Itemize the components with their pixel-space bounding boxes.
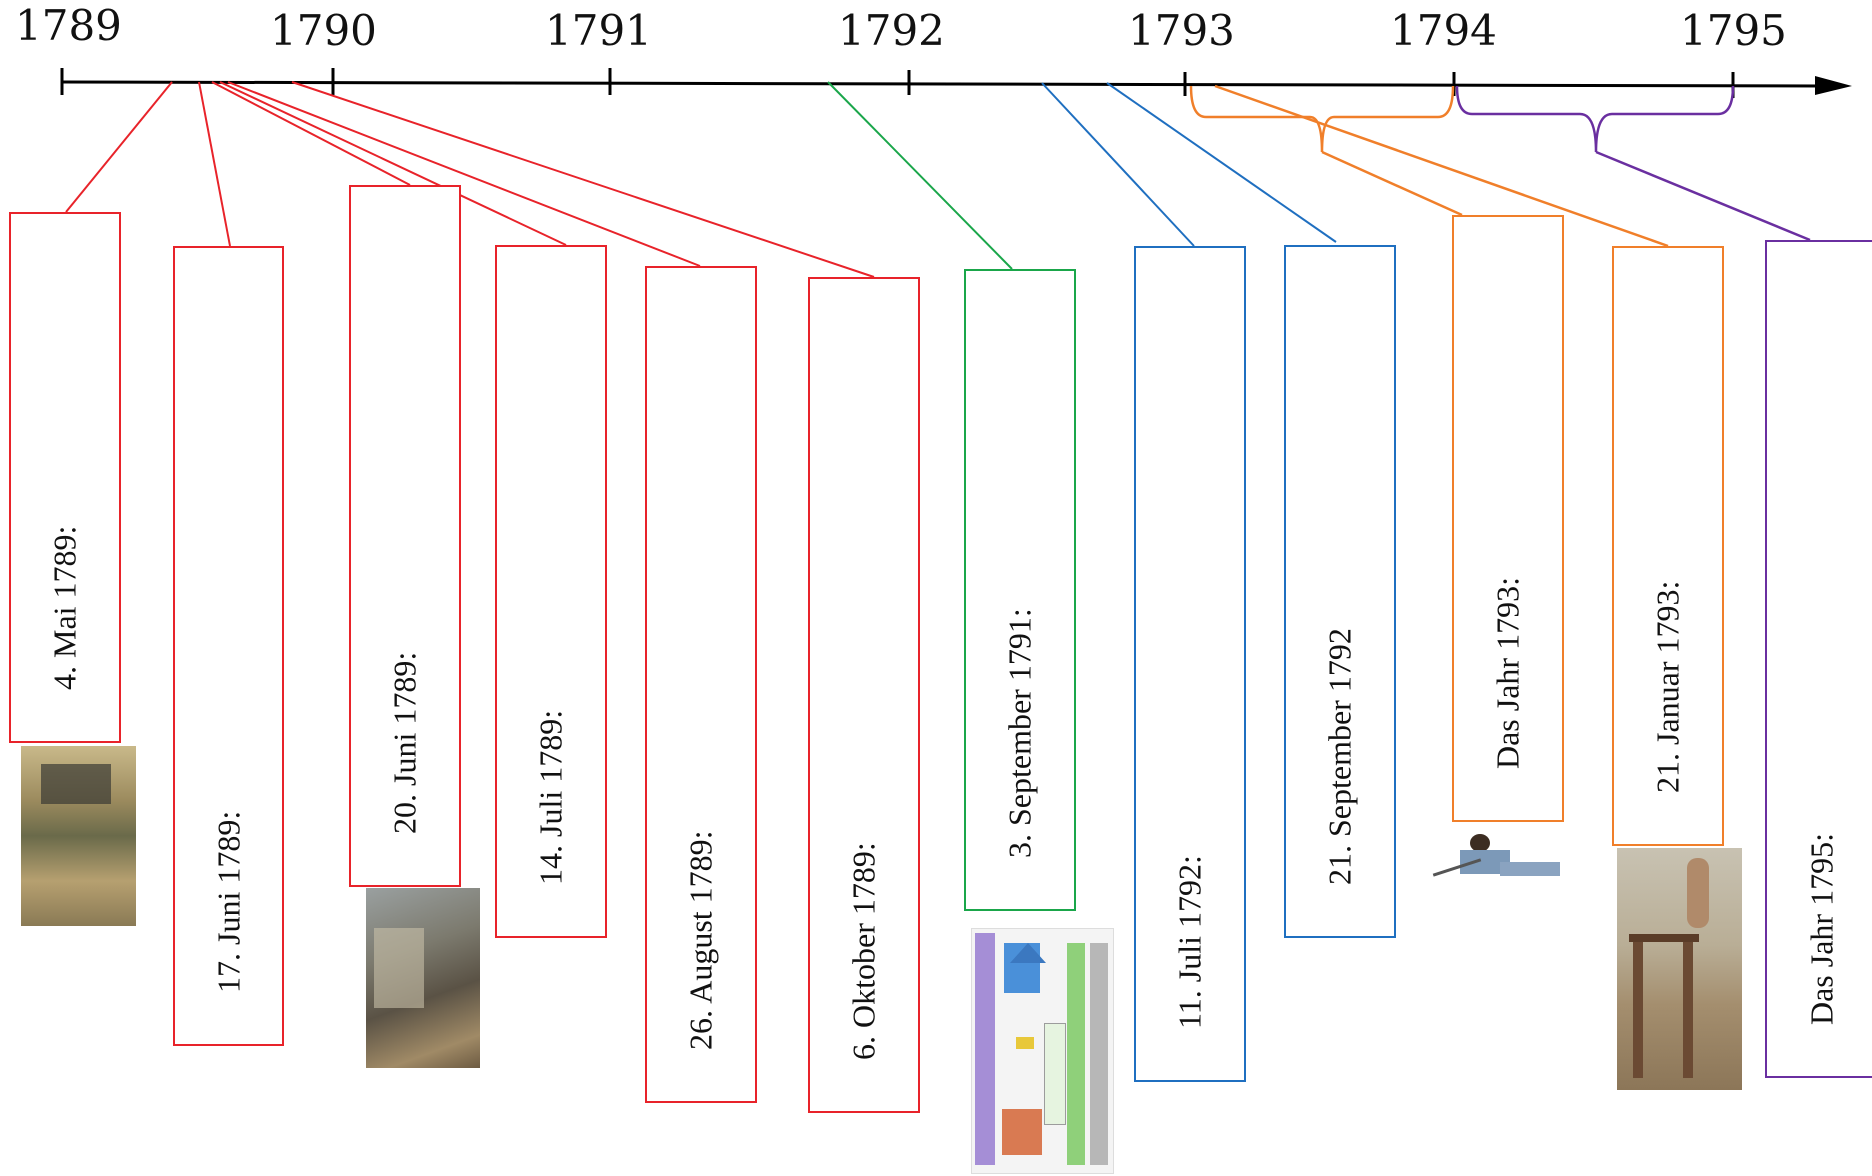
year-label-1789: 1789 <box>15 1 122 50</box>
year-label-1794: 1794 <box>1390 6 1497 55</box>
year-label-1795: 1795 <box>1680 6 1787 55</box>
guillotine-post-left <box>1633 938 1643 1078</box>
image-sansculotte[interactable] <box>1430 832 1574 892</box>
connector-juni17-1789 <box>198 81 231 247</box>
connector-sep21-1792 <box>1106 82 1337 243</box>
event-label-jan21-1793: 21. Januar 1793: <box>1649 580 1686 793</box>
event-box-juni20-1789[interactable]: 20. Juni 1789: <box>349 185 461 887</box>
timeline-axis <box>61 80 1823 88</box>
event-box-juni17-1789[interactable]: 17. Juni 1789: <box>173 246 284 1046</box>
image-verfassung-diagram[interactable] <box>971 928 1114 1174</box>
guillotine-post-right <box>1683 938 1693 1078</box>
connector-sep3-1791 <box>827 81 1013 270</box>
event-box-juli14-1789[interactable]: 14. Juli 1789: <box>495 245 607 938</box>
connector-jahr-1795 <box>1595 150 1811 242</box>
event-box-aug26-1789[interactable]: 26. August 1789: <box>645 266 757 1103</box>
brace-1793 <box>1189 85 1455 153</box>
year-label-1790: 1790 <box>270 6 377 55</box>
connector-okt6-1789 <box>291 81 875 278</box>
blue-connectors <box>1041 82 1337 247</box>
connector-juli14-1789 <box>219 81 567 246</box>
purple-connectors <box>1455 85 1811 242</box>
event-label-jahr-1795: Das Jahr 1795: <box>1803 833 1840 1025</box>
diagram-green-bar <box>1067 943 1085 1165</box>
event-box-sep3-1791[interactable]: 3. September 1791: <box>964 269 1076 911</box>
orange-connectors <box>1189 84 1669 248</box>
red-connectors <box>65 81 875 278</box>
connector-juni20-1789 <box>211 81 411 186</box>
year-label-1791: 1791 <box>545 6 652 55</box>
diagram-blue-triangle <box>1010 943 1046 963</box>
image-bastille-detail <box>374 928 424 1008</box>
event-box-okt6-1789[interactable]: 6. Oktober 1789: <box>808 277 920 1113</box>
connector-mai-1789 <box>65 81 173 213</box>
diagram-mid-box <box>1044 1023 1066 1125</box>
image-guillotine[interactable] <box>1617 848 1742 1090</box>
event-label-jahr-1793: Das Jahr 1793: <box>1489 577 1526 769</box>
image-bastille[interactable] <box>366 888 480 1068</box>
event-label-aug26-1789: 26. August 1789: <box>682 830 719 1050</box>
event-box-mai-1789[interactable]: 4. Mai 1789: <box>9 212 121 743</box>
event-box-jan21-1793[interactable]: 21. Januar 1793: <box>1612 246 1724 846</box>
event-label-juli11-1792: 11. Juli 1792: <box>1171 855 1208 1029</box>
event-box-jahr-1795[interactable]: Das Jahr 1795: <box>1765 240 1872 1078</box>
connector-jan21-1793 <box>1214 84 1669 248</box>
connector-juli11-1792 <box>1041 82 1195 247</box>
event-label-sep3-1791: 3. September 1791: <box>1001 608 1038 858</box>
event-box-sep21-1792[interactable]: 21. September 1792 <box>1284 245 1396 938</box>
diagram-purple-bar <box>975 933 995 1165</box>
diagram-yellow-block <box>1016 1037 1034 1049</box>
year-label-1793: 1793 <box>1128 6 1235 55</box>
sansculotte-legs <box>1500 862 1560 876</box>
year-label-1792: 1792 <box>838 6 945 55</box>
event-label-juni17-1789: 17. Juni 1789: <box>210 810 246 993</box>
diagram-gray-bar <box>1090 943 1108 1165</box>
guillotine-beam <box>1629 934 1699 942</box>
event-label-juni20-1789: 20. Juni 1789: <box>386 651 423 834</box>
connector-jahr-1793 <box>1321 150 1463 217</box>
event-label-juli14-1789: 14. Juli 1789: <box>532 709 569 885</box>
brace-1794 <box>1455 85 1735 153</box>
event-label-okt6-1789: 6. Oktober 1789: <box>845 842 882 1060</box>
connector-aug26-1789 <box>227 81 701 267</box>
image-generalstaende[interactable] <box>21 746 136 926</box>
image-generalstaende-detail <box>41 764 111 804</box>
timeline-arrowhead-icon <box>1815 76 1852 95</box>
event-label-sep21-1792: 21. September 1792 <box>1321 628 1358 885</box>
guillotine-figure <box>1687 858 1709 928</box>
event-label-mai-1789: 4. Mai 1789: <box>46 525 83 690</box>
sansculotte-figure <box>1470 834 1490 852</box>
diagram-orange-block <box>1002 1109 1042 1155</box>
event-box-juli11-1792[interactable]: 11. Juli 1792: <box>1134 246 1246 1082</box>
event-box-jahr-1793[interactable]: Das Jahr 1793: <box>1452 215 1564 822</box>
